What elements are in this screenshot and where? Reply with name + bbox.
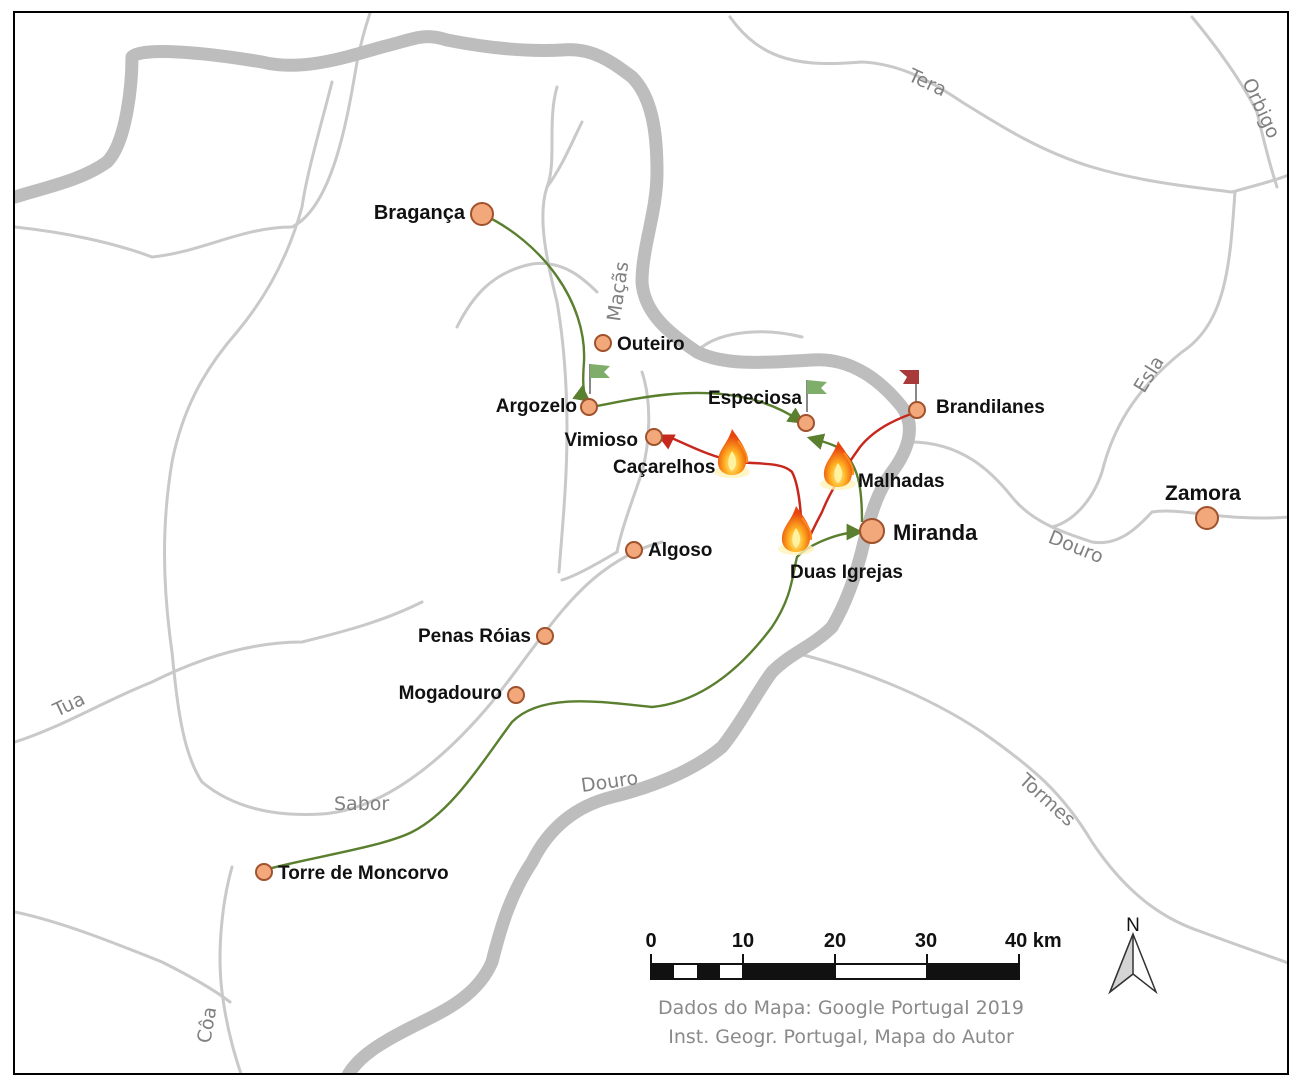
river-label-douro-east: Douro [1045, 526, 1106, 568]
map-canvas: Bragança Outeiro Argozelo Vimioso Especi… [15, 13, 1287, 1073]
green-flag-icon [806, 380, 827, 412]
river-tributary-5 [560, 550, 619, 582]
fire-icon [778, 506, 814, 555]
town-marker-torre-de-moncorvo [255, 863, 273, 881]
fire-icon [820, 441, 856, 490]
scale-tick-40: 40 km [1005, 930, 1062, 952]
map-credits: Dados do Mapa: Google Portugal 2019 Inst… [658, 997, 1024, 1048]
town-marker-brandilanes [908, 401, 926, 419]
town-label-torre-de-moncorvo: Torre de Moncorvo [278, 863, 449, 884]
town-label-outeiro: Outeiro [617, 334, 685, 355]
river-tera [728, 15, 1287, 194]
river-tributary-2 [545, 120, 584, 189]
town-labels: Bragança Outeiro Argozelo Vimioso Especi… [278, 202, 1241, 884]
river-label-esla: Esla [1130, 352, 1169, 397]
town-marker-braganca [470, 202, 494, 226]
scale-tick-0: 0 [645, 930, 656, 952]
river-coa [218, 865, 243, 1073]
north-label: N [1126, 915, 1140, 936]
town-marker-zamora [1195, 506, 1219, 530]
town-label-especiosa: Especiosa [708, 388, 802, 409]
river-label-tormes: Tormes [1014, 769, 1080, 831]
scale-tick-20: 20 [824, 930, 846, 952]
green-flag-icon [589, 364, 610, 394]
credit-line-1: Dados do Mapa: Google Portugal 2019 [658, 997, 1024, 1019]
town-marker-penas-roias [536, 627, 554, 645]
flags-layer [589, 364, 919, 412]
town-label-argozelo: Argozelo [496, 396, 577, 417]
river-tua [15, 600, 424, 744]
route-argozelo-especiosa [591, 391, 805, 424]
rivers-layer [15, 13, 1287, 1073]
fire-icon [714, 429, 750, 478]
town-label-braganca: Bragança [374, 202, 466, 224]
river-label-tera: Tera [904, 64, 950, 101]
border-layer [15, 30, 916, 1073]
town-marker-outeiro [594, 334, 612, 352]
river-label-macas: Maçãs [603, 260, 633, 323]
credit-line-2: Inst. Geogr. Portugal, Mapa do Autor [668, 1026, 1014, 1048]
town-marker-miranda [859, 518, 885, 544]
town-label-penas-roias: Penas Róias [418, 626, 531, 647]
scale-bar: 0 10 20 30 40 km [630, 920, 1070, 1000]
river-macas [541, 85, 569, 574]
river-orbigo [1190, 15, 1279, 189]
river-tributary-1 [455, 261, 599, 329]
river-label-sabor: Sabor [334, 793, 389, 815]
river-tormes [790, 650, 1287, 965]
town-marker-especiosa [797, 414, 815, 432]
town-label-miranda: Miranda [893, 520, 978, 545]
town-label-cacarelhos: Caçarelhos [613, 457, 715, 478]
town-label-zamora: Zamora [1165, 482, 1241, 505]
town-marker-argozelo [580, 398, 598, 416]
town-marker-mogadouro [507, 686, 525, 704]
town-label-brandilanes: Brandilanes [936, 397, 1045, 418]
river-tributary-4 [700, 330, 804, 349]
fires-layer [714, 429, 856, 555]
town-label-mogadouro: Mogadouro [399, 683, 502, 704]
river-label-tua: Tua [49, 688, 89, 722]
town-label-vimioso: Vimioso [564, 430, 638, 451]
route-braganca-argozelo [481, 212, 591, 403]
river-west-upper [15, 13, 372, 259]
route-torre-miranda [263, 523, 864, 872]
river-tributary-3 [615, 370, 651, 554]
scale-tick-30: 30 [915, 930, 937, 952]
towns-layer [255, 202, 1219, 881]
town-label-malhadas: Malhadas [858, 471, 945, 492]
routes-layer [263, 212, 918, 872]
town-label-algoso: Algoso [648, 540, 712, 561]
town-marker-vimioso [645, 428, 663, 446]
river-label-coa: Côa [193, 1005, 221, 1045]
map-frame: Bragança Outeiro Argozelo Vimioso Especi… [13, 11, 1289, 1075]
red-flag-icon [899, 370, 919, 404]
town-label-duas-igrejas: Duas Igrejas [790, 562, 903, 583]
river-coa-west [15, 910, 232, 1004]
scale-tick-10: 10 [732, 930, 754, 952]
town-marker-algoso [625, 541, 643, 559]
north-arrow: N [1108, 915, 1158, 995]
national-border [15, 30, 916, 1073]
river-douro-east [908, 440, 1287, 545]
river-esla [1050, 190, 1237, 529]
river-label-orbigo: Orbigo [1237, 75, 1284, 142]
scale-bar-segments [650, 954, 1020, 980]
river-sabor [163, 80, 664, 816]
